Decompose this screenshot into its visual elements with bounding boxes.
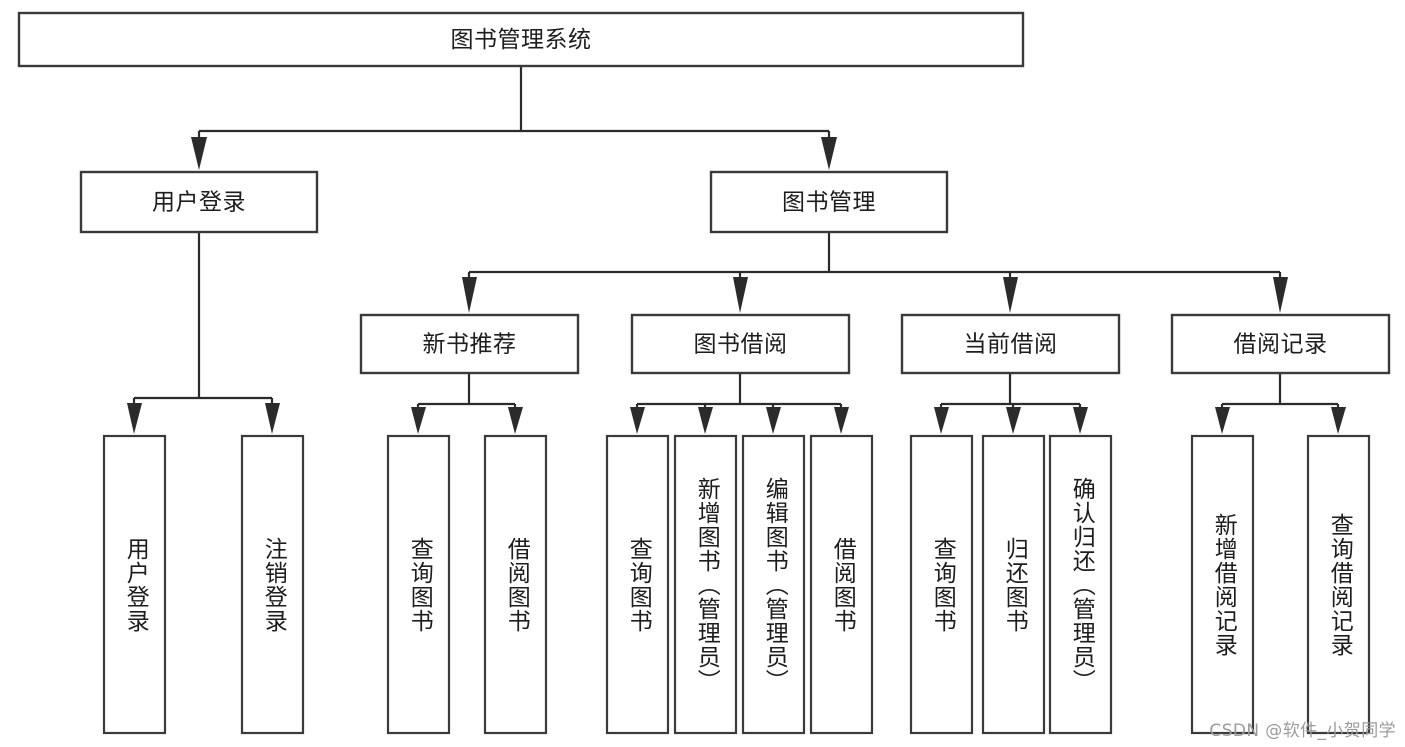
arrow-bookmgmt-to-newbook [462,277,477,313]
connector-group-current [934,373,1088,434]
leaf-node-box[interactable] [981,434,1046,735]
leaf-node-box[interactable] [386,434,451,735]
arrow-login-to-user-login [127,403,142,434]
connector-group-borrow [630,373,849,434]
arrow-borrow-to-lend [834,407,849,434]
leaf-node-box[interactable] [605,434,670,735]
connector-group-bookmgmt [462,232,1288,313]
arrow-bookmgmt-to-record [1273,277,1288,313]
leaf-node-box[interactable] [1190,434,1255,735]
level2-node-box[interactable] [79,170,319,234]
level3-node-box[interactable] [630,313,851,375]
connector-group-login [127,232,280,434]
arrow-record-to-add [1215,407,1230,434]
arrow-current-to-confirm [1073,407,1088,434]
arrow-root-to-bookmgmt [821,137,837,170]
arrow-borrow-to-edit [766,407,781,434]
level3-node-box[interactable] [1170,313,1391,375]
level2-node-label: 图书管理 [782,190,876,216]
arrow-borrow-to-query [630,407,645,434]
connector-group-record [1215,373,1346,434]
arrow-newbook-to-borrow [508,407,523,434]
leaf-node-box[interactable] [1306,434,1371,735]
level3-node-label: 新书推荐 [423,332,517,358]
level2-node-box[interactable] [709,170,949,234]
arrow-bookmgmt-to-current [1003,277,1018,313]
level3-node-label: 图书借阅 [694,332,788,358]
arrow-borrow-to-add [698,407,713,434]
arrow-current-to-query [934,407,949,434]
level3-node-label: 借阅记录 [1234,332,1328,358]
leaf-node-box[interactable] [809,434,874,735]
root-node-label: 图书管理系统 [451,27,592,53]
arrow-newbook-to-query [411,407,426,434]
arrow-login-to-logout [265,403,280,434]
leaf-node-box[interactable] [1048,434,1113,735]
leaf-node-box[interactable] [741,434,806,735]
arrow-bookmgmt-to-borrow [733,277,748,313]
leaf-node-box[interactable] [909,434,974,735]
leaf-node-box[interactable] [483,434,548,735]
arrow-root-to-login [191,137,207,170]
level3-node-box[interactable] [900,313,1121,375]
root-node-box[interactable] [17,11,1025,68]
level3-node-box[interactable] [359,313,580,375]
connector-group-root [191,66,837,170]
level2-node-label: 用户登录 [152,190,246,216]
watermark-text: CSDN @软件_小贺同学 [1209,721,1396,741]
leaf-node-box[interactable] [240,434,305,735]
leaf-node-box[interactable] [102,434,167,735]
arrow-record-to-query [1331,407,1346,434]
arrow-current-to-return [1006,407,1021,434]
leaf-node-box[interactable] [673,434,738,735]
connector-group-newbook [411,373,523,434]
level3-node-label: 当前借阅 [964,332,1058,358]
node-boxes-layer [17,11,1391,735]
